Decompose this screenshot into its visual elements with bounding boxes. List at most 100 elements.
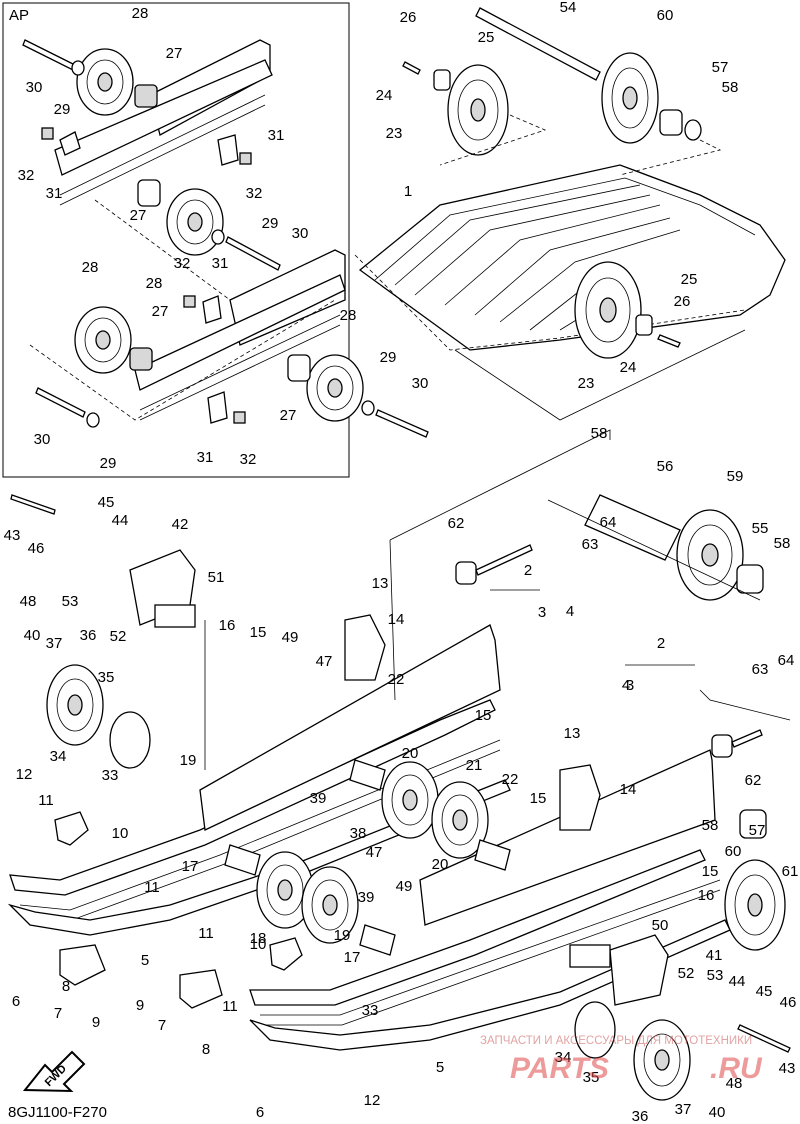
callout-lower-39: 39 [310,790,327,807]
callout-lower-39: 39 [358,889,375,906]
callout-lower-45: 45 [98,494,115,511]
callout-inset-30: 30 [292,225,309,242]
inset-collar-27b [137,179,161,207]
callout-lower-17: 17 [182,858,199,875]
fwd-arrow: FWD [22,1050,86,1093]
inset-collar-27c [129,347,153,371]
wheel-35-left [46,664,104,746]
callout-lower-35: 35 [583,1069,600,1086]
callout-lower-2: 2 [657,635,665,652]
callout-lower-22: 22 [502,771,519,788]
callout-upper-58: 58 [722,79,739,96]
callout-lower-49: 49 [282,629,299,646]
callout-lower-59: 59 [727,468,744,485]
callout-lower-7: 7 [158,1017,166,1034]
callout-lower-11: 11 [38,792,54,809]
callout-lower-49: 49 [396,878,413,895]
callout-lower-64: 64 [600,514,617,531]
callout-lower-34: 34 [50,748,67,765]
callout-inset-29: 29 [54,101,71,118]
inset-upper-rail [54,59,273,176]
wheel-19 [301,866,359,944]
callout-inset-30: 30 [26,79,43,96]
callout-inset-32: 32 [18,167,35,184]
callout-lower-43: 43 [4,527,21,544]
callout-inset-29: 29 [380,349,397,366]
callout-lower-11: 11 [198,925,214,942]
callout-lower-6: 6 [12,993,20,1010]
callout-lower-8: 8 [202,1041,210,1058]
callout-lower-3: 3 [538,604,546,621]
spring-rod-43b [737,1024,791,1053]
callout-lower-15: 15 [250,624,267,641]
callout-lower-36: 36 [632,1108,649,1124]
inset-wheel-28b [166,188,224,256]
inset-frame [2,2,350,478]
callout-lower-47: 47 [366,844,383,861]
callout-lower-12: 12 [16,766,33,783]
callout-inset-28: 28 [132,5,149,22]
inset-collar-27a [134,84,158,108]
callout-lower-20: 20 [402,745,419,762]
callout-lower-17: 17 [344,949,361,966]
callout-upper-26: 26 [674,293,691,310]
callout-inset-30: 30 [34,431,51,448]
callout-lower-10: 10 [112,825,129,842]
callout-lower-4: 4 [622,677,630,694]
collar-62b [711,734,733,758]
callout-lower-36: 36 [80,627,97,644]
inset-wheel-28d [306,354,364,422]
callout-inset-31: 31 [46,185,63,202]
callout-lower-9: 9 [92,1014,100,1031]
callout-inset-32: 32 [174,255,191,272]
callout-lower-37: 37 [46,635,63,652]
callout-lower-44: 44 [112,512,129,529]
shaft-56 [584,494,681,561]
wheel-23-upper [447,64,509,156]
right-rail-upper-plate [419,749,716,926]
watermark: ЗАПЧАСТИ И АКСЕССУАРЫ ДЛЯ МОТОТЕХНИКИ PA… [480,1035,763,1085]
callout-lower-13: 13 [372,575,389,592]
callout-lower-46: 46 [780,994,797,1011]
callout-upper-23: 23 [578,375,595,392]
housing-41 [609,934,669,1006]
right-rail [249,849,706,1006]
callout-upper-25: 25 [681,271,698,288]
callout-lower-61: 61 [782,863,799,880]
collar-24b [635,314,653,336]
wheel-59 [676,509,744,601]
callout-lower-11: 11 [144,879,160,896]
callout-lower-63: 63 [582,536,599,553]
washer-58-upper [684,119,702,141]
slide-rail-assembly [7,429,791,1101]
wheel-21a [381,761,439,839]
callout-lower-13: 13 [564,725,581,742]
shaft-17b [359,924,396,956]
callout-lower-10: 10 [250,936,267,953]
callout-lower-35: 35 [98,669,115,686]
collar-55 [736,564,764,594]
callout-inset-31: 31 [197,449,214,466]
callout-lower-60: 60 [725,843,742,860]
inset-bolt-30a [22,39,76,71]
inset-title: AP [9,7,29,24]
callout-lower-53: 53 [707,967,724,984]
callout-inset-27: 27 [152,303,169,320]
collar-62a [455,561,477,585]
shaft-17a [224,844,261,876]
callout-inset-28: 28 [146,275,163,292]
shaft-20b [474,839,511,871]
callout-upper-57: 57 [712,59,729,76]
inset-wheel-28a [76,48,134,116]
watermark-logo: PARTS [510,1052,609,1085]
callout-upper-24: 24 [376,87,393,104]
callout-lower-48: 48 [20,593,37,610]
callout-lower-40: 40 [24,627,41,644]
callout-lower-58: 58 [774,535,791,552]
callout-lower-42: 42 [172,516,189,533]
callout-inset-29: 29 [100,455,117,472]
callout-lower-21: 21 [466,757,483,774]
idler-wheel-60 [601,52,659,144]
callout-lower-16: 16 [698,887,715,904]
diagram-code: 8GJ1100-F270 [8,1104,107,1121]
